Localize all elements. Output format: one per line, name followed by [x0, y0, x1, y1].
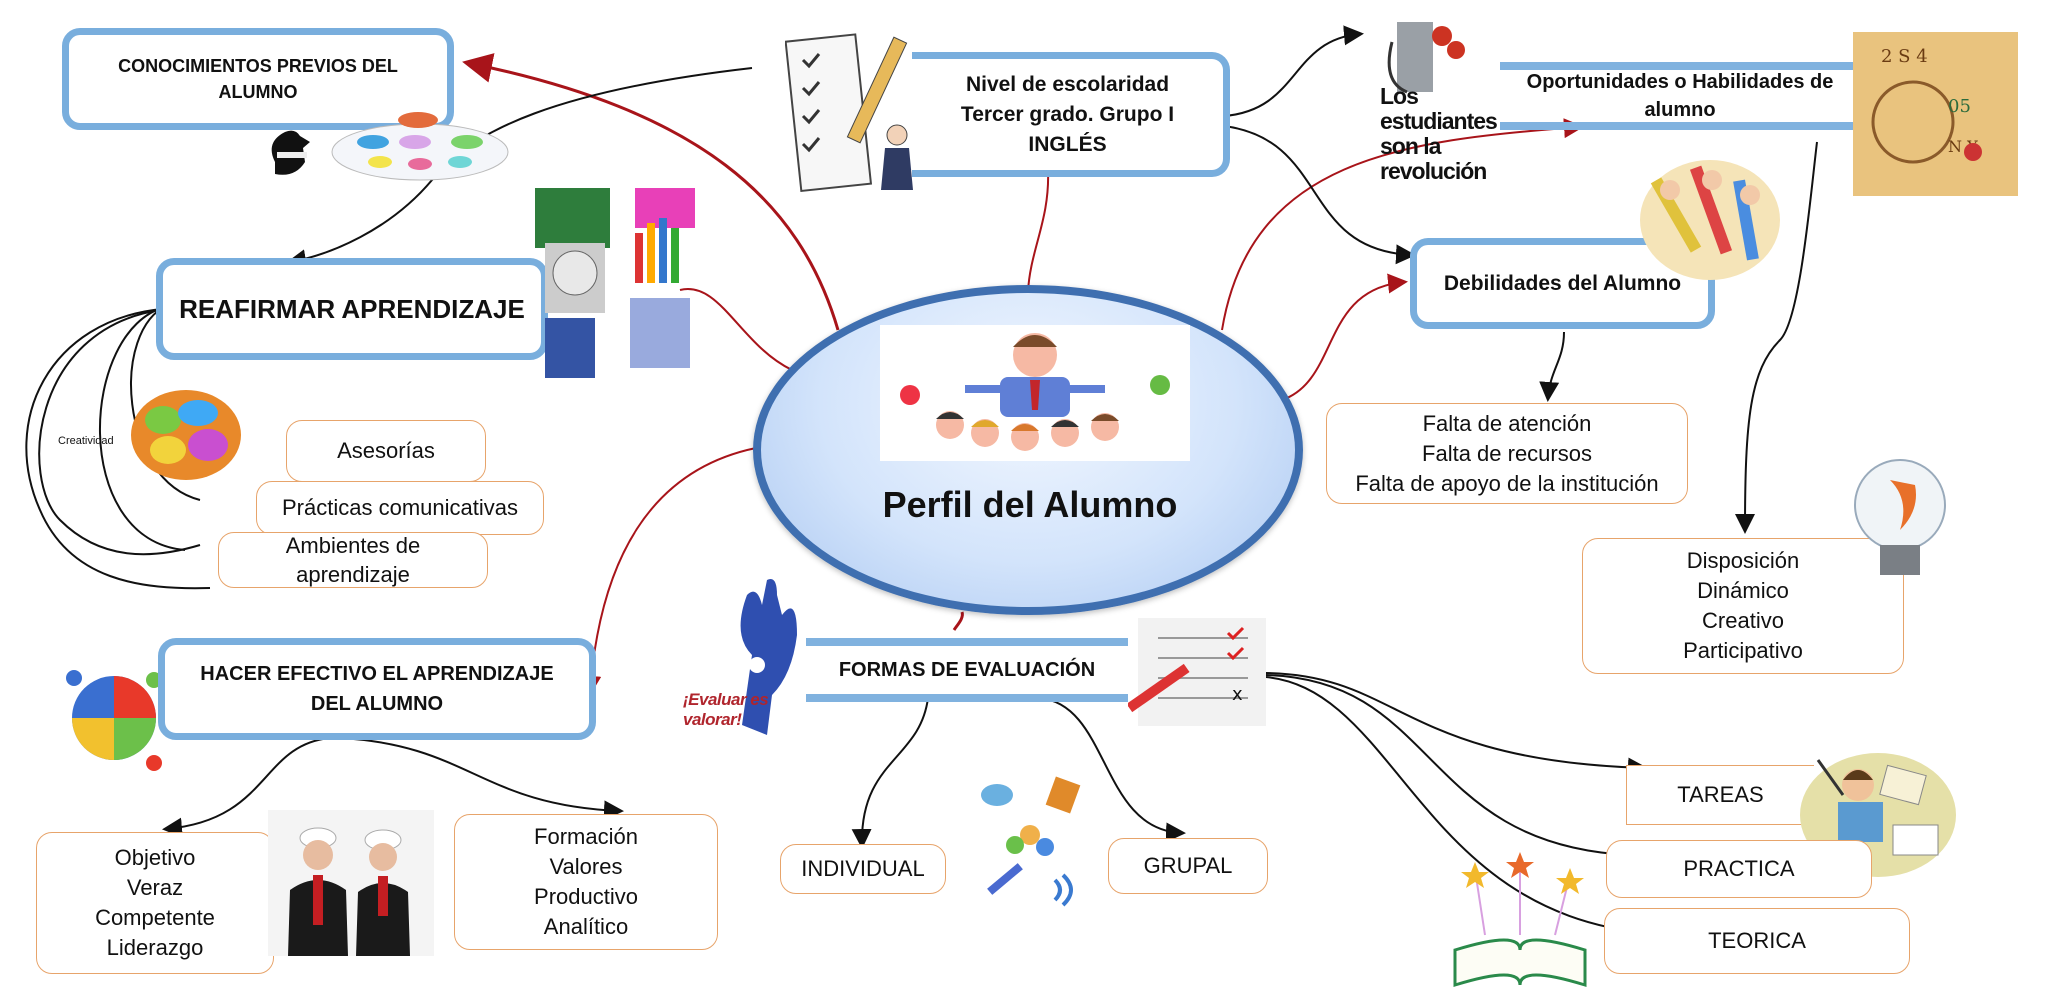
- checklist-pencil-man-icon: [785, 33, 913, 193]
- link-nivel-oportunidades: [1223, 25, 1364, 117]
- link-center-nivel: [1027, 169, 1050, 293]
- study-books-collage-icon: [535, 188, 695, 378]
- node-oportunidades-habilidades[interactable]: Oportunidades o Habilidades de alumno: [1500, 62, 1860, 130]
- pencil-people-icon: [1640, 160, 1780, 280]
- fist-flowers-icon: [1387, 22, 1465, 94]
- leaf-individual: INDIVIDUAL: [780, 844, 946, 894]
- leaf-ambientes-aprendizaje: Ambientes de aprendizaje: [218, 532, 488, 588]
- creatividad-label: Creatividad: [58, 435, 114, 447]
- link-center-hacer: [581, 447, 757, 696]
- svg-text:x: x: [1232, 684, 1243, 705]
- leaf-tareas: TAREAS: [1626, 765, 1814, 825]
- thinking-silhouette-icon: [271, 112, 509, 181]
- link-center-formas: [952, 611, 964, 631]
- leaf-formacion-list: Formación Valores Productivo Analítico: [454, 814, 718, 950]
- link-reafirmar-practicas: [98, 306, 186, 551]
- link-reafirmar-creatividad: [38, 309, 201, 556]
- link-formas-tareas: [1265, 672, 1648, 778]
- estudiantes-revolucion-text: Los estudiantes son la revolución: [1380, 83, 1498, 184]
- link-reafirmar-ambientes: [25, 308, 211, 590]
- center-title: Perfil del Alumno: [882, 484, 1178, 525]
- link-reafirmar-asesorias: [130, 304, 201, 501]
- link-formas-individual: [851, 697, 929, 849]
- leaf-asesorias: Asesorías: [286, 420, 486, 482]
- leaf-practica: PRACTICA: [1606, 840, 1872, 898]
- link-hacer-formacion: [339, 737, 624, 821]
- link-nivel-debilidades: [1223, 125, 1416, 265]
- busy-worker-icon: [1800, 753, 1956, 877]
- link-debilidades-list: [1539, 331, 1565, 402]
- professionals-photo-icon: [268, 810, 434, 956]
- debilidades-list: Falta de atención Falta de recursos Falt…: [1326, 403, 1688, 504]
- node-conocimientos-previos[interactable]: CONOCIMIENTOS PREVIOS DEL ALUMNO: [62, 28, 454, 130]
- children-group-icon: [880, 325, 1190, 461]
- magic-book-icon: [1453, 852, 1587, 988]
- leaf-teorica: TEORICA: [1604, 908, 1910, 974]
- communication-icons-icon: [981, 776, 1081, 907]
- link-center-reafirmar: [679, 287, 793, 371]
- brain-icon: [131, 390, 241, 480]
- link-formas-grupal: [1039, 697, 1186, 843]
- node-reafirmar-aprendizaje[interactable]: REAFIRMAR APRENDIZAJE: [156, 258, 548, 360]
- svg-text:05: 05: [1948, 96, 1971, 117]
- exam-paper-icon: x: [1128, 618, 1266, 726]
- leaf-grupal: GRUPAL: [1108, 838, 1268, 894]
- puzzle-people-icon: [66, 670, 162, 771]
- link-formas-teorica: [1265, 676, 1664, 944]
- habilidades-list: Disposición Dinámico Creativo Participat…: [1582, 538, 1904, 674]
- node-nivel-escolaridad[interactable]: Nivel de escolaridad Tercer grado. Grupo…: [912, 52, 1230, 177]
- svg-text:2 S 4: 2 S 4: [1881, 46, 1928, 67]
- node-debilidades[interactable]: Debilidades del Alumno: [1410, 238, 1715, 329]
- map-collage-icon: 2 S 4 05 N Y: [1853, 32, 2018, 196]
- node-formas-evaluacion[interactable]: FORMAS DE EVALUACIÓN: [806, 638, 1128, 702]
- leaf-practicas-comunicativas: Prácticas comunicativas: [256, 481, 544, 535]
- link-formas-practica: [1265, 674, 1634, 865]
- link-oportunidades-habilidades: [1735, 141, 1818, 534]
- link-center-debilidades: [1281, 273, 1408, 401]
- evaluar-es-valorar-text: ¡Evaluar es valorar!: [683, 690, 769, 729]
- lightbulb-icon: [1854, 459, 1946, 575]
- link-center-conocimientos: [462, 53, 840, 331]
- link-center-oportunidades: [1221, 118, 1584, 331]
- raised-hand-icon: [740, 579, 797, 735]
- leaf-objetivo-list: Objetivo Veraz Competente Liderazgo: [36, 832, 274, 974]
- link-hacer-objetivo: [162, 737, 331, 838]
- node-hacer-efectivo[interactable]: HACER EFECTIVO EL APRENDIZAJE DEL ALUMNO: [158, 638, 596, 740]
